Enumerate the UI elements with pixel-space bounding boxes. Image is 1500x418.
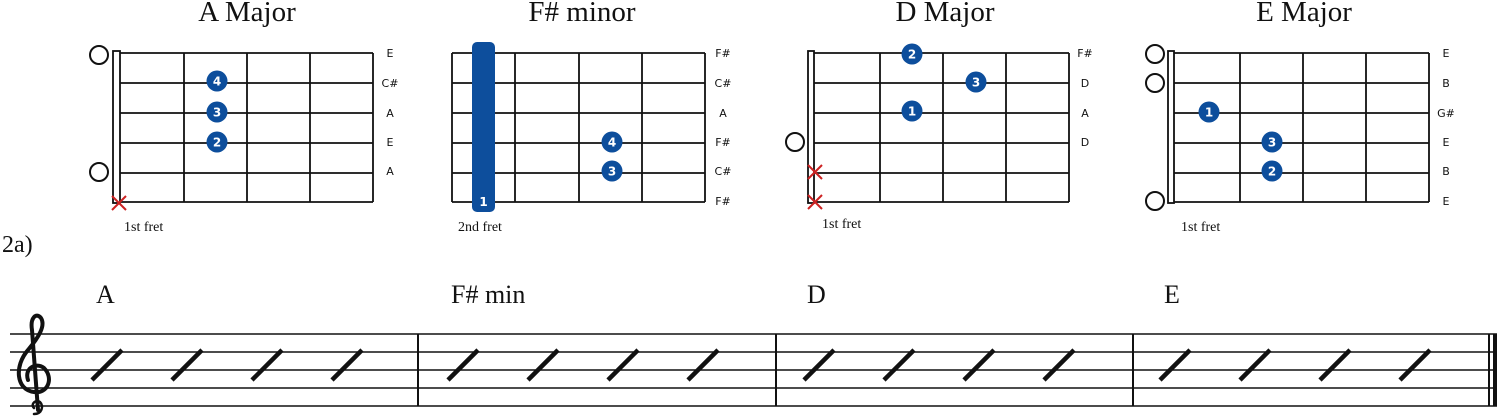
string-label: F# (1077, 47, 1093, 60)
muted-string-x-icon (111, 195, 127, 211)
svg-text:4: 4 (608, 136, 616, 150)
slash-mark (1158, 348, 1192, 382)
string-label: B (1442, 77, 1450, 90)
open-string-marker-icon (1145, 73, 1165, 93)
staff-chord-f-sharp-min: F# min (451, 280, 526, 309)
string-label: D (1081, 77, 1089, 90)
fret-label-f-sharp-minor: 2nd fret (458, 220, 502, 235)
svg-text:2: 2 (213, 136, 221, 150)
string-label: E (387, 136, 394, 149)
finger-dot: 3 (206, 101, 228, 123)
string-label: A (719, 107, 727, 120)
finger-dot: 2 (206, 131, 228, 153)
chord-title-e-major: E Major (1256, 0, 1352, 28)
string-label: F# (715, 195, 731, 208)
nut (112, 50, 121, 204)
muted-string-x-icon (807, 164, 823, 180)
finger-dot: 2 (1261, 160, 1283, 182)
slash-mark (606, 348, 640, 382)
svg-text:3: 3 (1268, 136, 1276, 150)
slash-mark (1238, 348, 1272, 382)
open-string-marker-icon (89, 45, 109, 65)
svg-text:1: 1 (1205, 106, 1213, 120)
chord-title-a-major: A Major (198, 0, 296, 28)
nut (1167, 50, 1175, 204)
slash-mark (882, 348, 916, 382)
string-label: C# (715, 165, 732, 178)
open-string-marker-icon (89, 162, 109, 182)
string-label: B (1442, 165, 1450, 178)
slash-mark (1398, 348, 1432, 382)
svg-text:3: 3 (213, 106, 221, 120)
string-label: C# (382, 77, 399, 90)
chord-title-f-sharp-minor: F# minor (528, 0, 636, 28)
svg-text:2: 2 (1268, 165, 1276, 179)
muted-string-x-icon (807, 194, 823, 210)
finger-dot: 1 (1198, 101, 1220, 123)
open-string-marker-icon (785, 132, 805, 152)
finger-dot: 2 (901, 43, 923, 65)
finger-dot: 3 (965, 71, 987, 93)
slash-mark (90, 348, 124, 382)
svg-text:4: 4 (213, 75, 221, 89)
slash-mark (250, 348, 284, 382)
slash-mark (330, 348, 364, 382)
svg-text:3: 3 (608, 165, 616, 179)
rhythm-slashes (90, 348, 1432, 382)
string-label: F# (715, 136, 731, 149)
string-label: E (387, 47, 394, 60)
diagram-e-major (1167, 50, 1430, 204)
slash-mark (1318, 348, 1352, 382)
chord-title-d-major: D Major (895, 0, 995, 28)
slash-mark (686, 348, 720, 382)
fret-label-e-major: 1st fret (1181, 220, 1221, 235)
staff-chord-e: E (1164, 280, 1180, 309)
fretboard-grid (120, 52, 374, 203)
treble-clef-icon (17, 313, 51, 416)
svg-text:1: 1 (908, 105, 916, 119)
slash-mark (802, 348, 836, 382)
string-label: E (1443, 136, 1450, 149)
string-label: E (1443, 195, 1450, 208)
string-label: G# (1437, 107, 1455, 120)
svg-text:3: 3 (972, 76, 980, 90)
slash-mark (1042, 348, 1076, 382)
open-string-marker-icon (1145, 191, 1165, 211)
finger-dot: 3 (601, 160, 623, 182)
string-label: E (1443, 47, 1450, 60)
open-string-marker-icon (1145, 44, 1165, 64)
string-label: A (1081, 107, 1089, 120)
fret-label-a-major: 1st fret (124, 220, 164, 235)
slash-mark (526, 348, 560, 382)
svg-text:1: 1 (479, 195, 487, 209)
string-label: F# (715, 47, 731, 60)
diagram-d-major (807, 50, 1070, 204)
slash-mark (446, 348, 480, 382)
slash-mark (170, 348, 204, 382)
section-label: 2a) (2, 232, 33, 258)
finger-dot: 4 (206, 70, 228, 92)
string-label: C# (715, 77, 732, 90)
barre-bar: 1 (472, 42, 495, 212)
finger-dot: 3 (1261, 131, 1283, 153)
staff-chord-a: A (96, 280, 115, 309)
finger-dot: 1 (901, 100, 923, 122)
nut (807, 50, 815, 204)
string-label: A (386, 165, 394, 178)
slash-mark (962, 348, 996, 382)
music-staff (10, 333, 1497, 407)
string-label: D (1081, 136, 1089, 149)
diagram-a-major (112, 50, 374, 204)
svg-text:2: 2 (908, 48, 916, 62)
fret-label-d-major: 1st fret (822, 217, 862, 232)
staff-chord-d: D (807, 280, 826, 309)
string-label: A (386, 107, 394, 120)
finger-dot: 4 (601, 131, 623, 153)
